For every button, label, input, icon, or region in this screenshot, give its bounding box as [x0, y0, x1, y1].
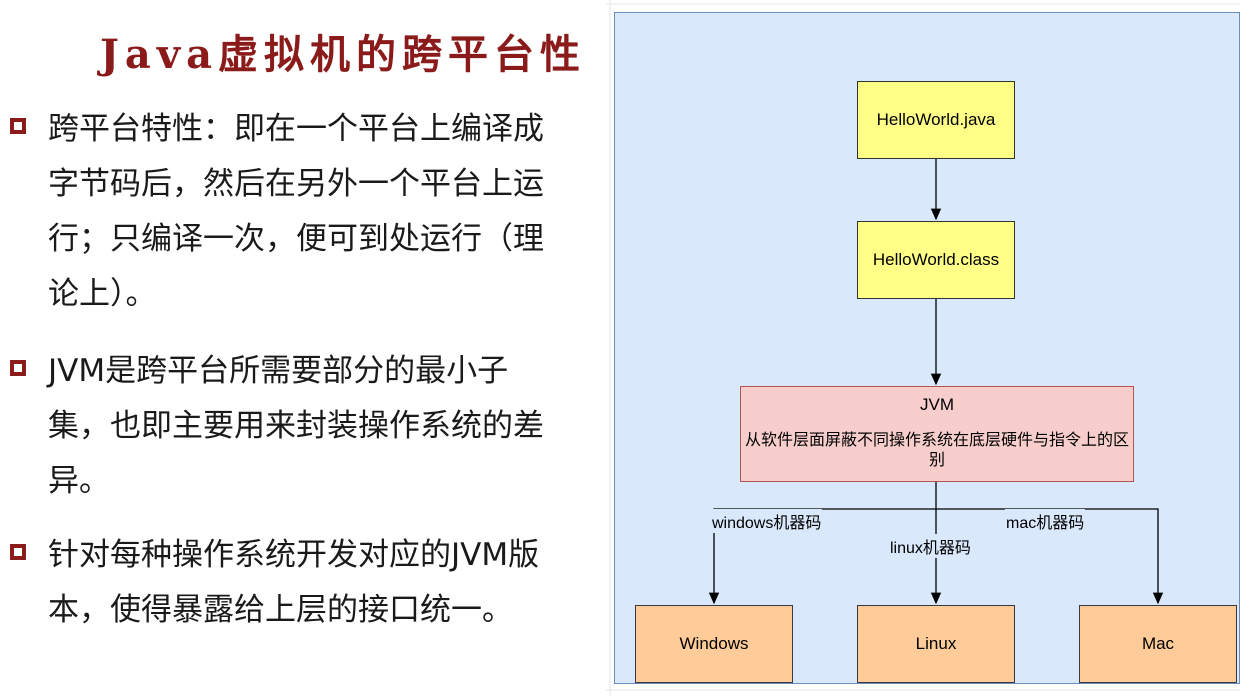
bullet-square-icon: [10, 360, 26, 376]
node-mac: Mac: [1079, 605, 1237, 683]
diagram-panel: HelloWorld.java HelloWorld.class JVM 从软件…: [606, 0, 1240, 696]
jvm-description: 从软件层面屏蔽不同操作系统在底层硬件与指令上的区别: [744, 432, 1129, 469]
editor-grid: [606, 0, 1240, 696]
edge-label-windows: windows机器码: [711, 509, 823, 533]
slide-title: Java虚拟机的跨平台性: [100, 31, 587, 78]
bullet-square-icon: [10, 544, 26, 560]
edge-label-linux: linux机器码: [889, 534, 972, 558]
bullet-text: JVM是跨平台所需要部分的最小子集，也即主要用来封装操作系统的差异。: [48, 353, 544, 499]
diagram-canvas: HelloWorld.java HelloWorld.class JVM 从软件…: [614, 12, 1240, 684]
node-helloworld-java: HelloWorld.java: [857, 81, 1015, 159]
node-linux: Linux: [857, 605, 1015, 683]
edge-label-mac: mac机器码: [1005, 509, 1086, 533]
jvm-title: JVM: [920, 395, 954, 414]
bullet-square-icon: [10, 118, 26, 134]
node-helloworld-class: HelloWorld.class: [857, 221, 1015, 299]
node-windows: Windows: [635, 605, 793, 683]
bullet-text: 针对每种操作系统开发对应的JVM版本，使得暴露给上层的接口统一。: [48, 537, 540, 628]
bullet-text: 跨平台特性：即在一个平台上编译成字节码后，然后在另外一个平台上运行；只编译一次，…: [48, 111, 544, 312]
node-jvm: JVM 从软件层面屏蔽不同操作系统在底层硬件与指令上的区别: [740, 386, 1134, 482]
